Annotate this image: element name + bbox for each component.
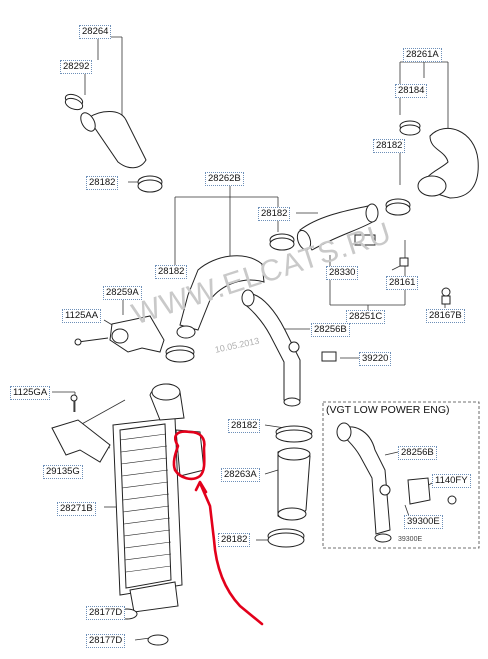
inset-box <box>322 401 480 549</box>
part-label-1140FY: 1140FY <box>432 474 471 488</box>
part-label-28271B: 28271B <box>57 502 96 516</box>
part-label-28182-g: 28182 <box>218 533 251 547</box>
part-label-28292: 28292 <box>60 60 93 74</box>
bracket-29135G <box>51 394 111 463</box>
inset-code: 39300E <box>398 536 423 543</box>
part-label-28182-d: 28182 <box>373 139 406 153</box>
inset-title: (VGT LOW POWER ENG) <box>326 404 450 416</box>
part-label-39300E: 39300E <box>404 515 443 529</box>
part-label-28263A: 28263A <box>221 468 260 482</box>
red-annotation <box>172 430 264 626</box>
part-label-28251C: 28251C <box>346 310 386 324</box>
leader-lines <box>52 36 449 641</box>
part-label-39220: 39220 <box>359 352 392 366</box>
part-label-28184: 28184 <box>395 84 428 98</box>
small-bolts <box>399 257 451 305</box>
part-label-28177D-a: 28177D <box>86 606 126 620</box>
hose-28262B <box>165 255 265 363</box>
part-label-28182-c: 28182 <box>155 265 188 279</box>
part-label-28330: 28330 <box>326 266 359 280</box>
part-label-28264: 28264 <box>79 25 112 39</box>
intercooler-28271B <box>112 383 205 646</box>
pipe-28330 <box>269 203 379 251</box>
inset-pipe-28256B <box>336 422 457 543</box>
hose-28263A <box>267 425 313 548</box>
part-label-28177D-b: 28177D <box>86 634 126 648</box>
hose-28264 <box>64 93 163 193</box>
part-label-28182-b: 28182 <box>258 207 291 221</box>
part-label-29135G: 29135G <box>43 465 83 479</box>
part-label-28182-f: 28182 <box>228 419 261 433</box>
bracket-28259A <box>74 315 165 353</box>
part-label-28256B-b: 28256B <box>398 446 437 460</box>
pipe-28256B <box>241 289 337 407</box>
part-label-28262B: 28262B <box>205 172 244 186</box>
part-label-28161: 28161 <box>386 276 419 290</box>
part-label-28259A: 28259A <box>103 286 142 300</box>
part-label-1125GA: 1125GA <box>10 386 51 400</box>
part-label-28261A: 28261A <box>403 48 442 62</box>
part-label-28182-a: 28182 <box>86 176 119 190</box>
hose-28261A <box>385 120 479 216</box>
part-label-1125AA: 1125AA <box>62 309 102 323</box>
part-label-28256B-a: 28256B <box>311 323 350 337</box>
part-label-28167B: 28167B <box>426 309 465 323</box>
